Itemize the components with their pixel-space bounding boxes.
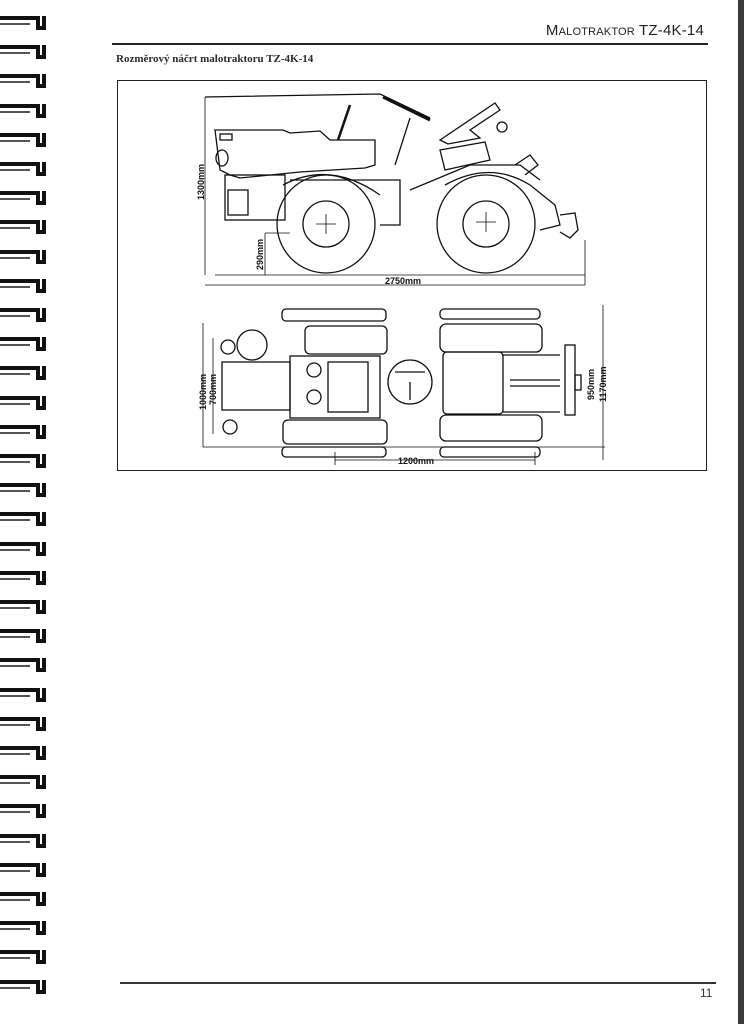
binding-ring (0, 773, 46, 790)
binding-ring (0, 948, 46, 965)
binding-ring (0, 423, 46, 439)
tractor-side-view (204, 93, 586, 286)
binding-ring (0, 627, 46, 644)
binding-ring (0, 978, 46, 994)
binding-ring (0, 218, 46, 235)
binding-ring (0, 452, 46, 468)
dim-height: 1300mm (196, 164, 206, 200)
figure-frame (117, 80, 707, 471)
footer-rule (120, 982, 716, 984)
binding-ring (0, 744, 46, 760)
binding-ring (0, 306, 46, 322)
dim-width-inner: 700mm (208, 374, 218, 405)
binding-ring (0, 569, 46, 585)
binding-ring (0, 540, 46, 556)
binding-ring (0, 189, 46, 206)
binding-ring (0, 248, 46, 264)
dim-rear-outer: 1170mm (598, 366, 608, 402)
binding-ring (0, 43, 46, 60)
binding-ring (0, 102, 46, 118)
binding-ring (0, 131, 46, 147)
binding-ring (0, 394, 46, 410)
binding-ring (0, 890, 46, 906)
binding-ring (0, 802, 46, 819)
dim-width-outer: 1000mm (198, 374, 208, 410)
binding-ring (0, 919, 46, 936)
binding-ring (0, 72, 46, 89)
binding-ring (0, 335, 46, 352)
binding-ring (0, 481, 46, 498)
binding-ring (0, 832, 46, 848)
binding-ring (0, 277, 46, 293)
binding-ring (0, 160, 46, 176)
tractor-top-view (202, 305, 605, 465)
binding-ring (0, 598, 46, 614)
header-rule (112, 43, 708, 45)
page-number: 11 (700, 986, 713, 1000)
dim-ground-clearance: 290mm (255, 239, 265, 270)
binding-ring (0, 715, 46, 731)
binding-ring (0, 364, 46, 381)
dim-length: 2750mm (385, 276, 421, 286)
running-title: Malotraktor TZ-4K-14 (545, 22, 704, 39)
dim-track: 1200mm (398, 456, 434, 466)
spiral-binding (0, 0, 50, 1024)
figure-caption: Rozměrový náčrt malotraktoru TZ-4K-14 (116, 53, 314, 65)
page-edge (738, 0, 744, 1024)
binding-ring (0, 14, 46, 30)
binding-ring (0, 861, 46, 877)
binding-ring (0, 656, 46, 673)
binding-ring (0, 686, 46, 702)
dim-rear-inner: 950mm (586, 369, 596, 400)
binding-ring (0, 510, 46, 527)
